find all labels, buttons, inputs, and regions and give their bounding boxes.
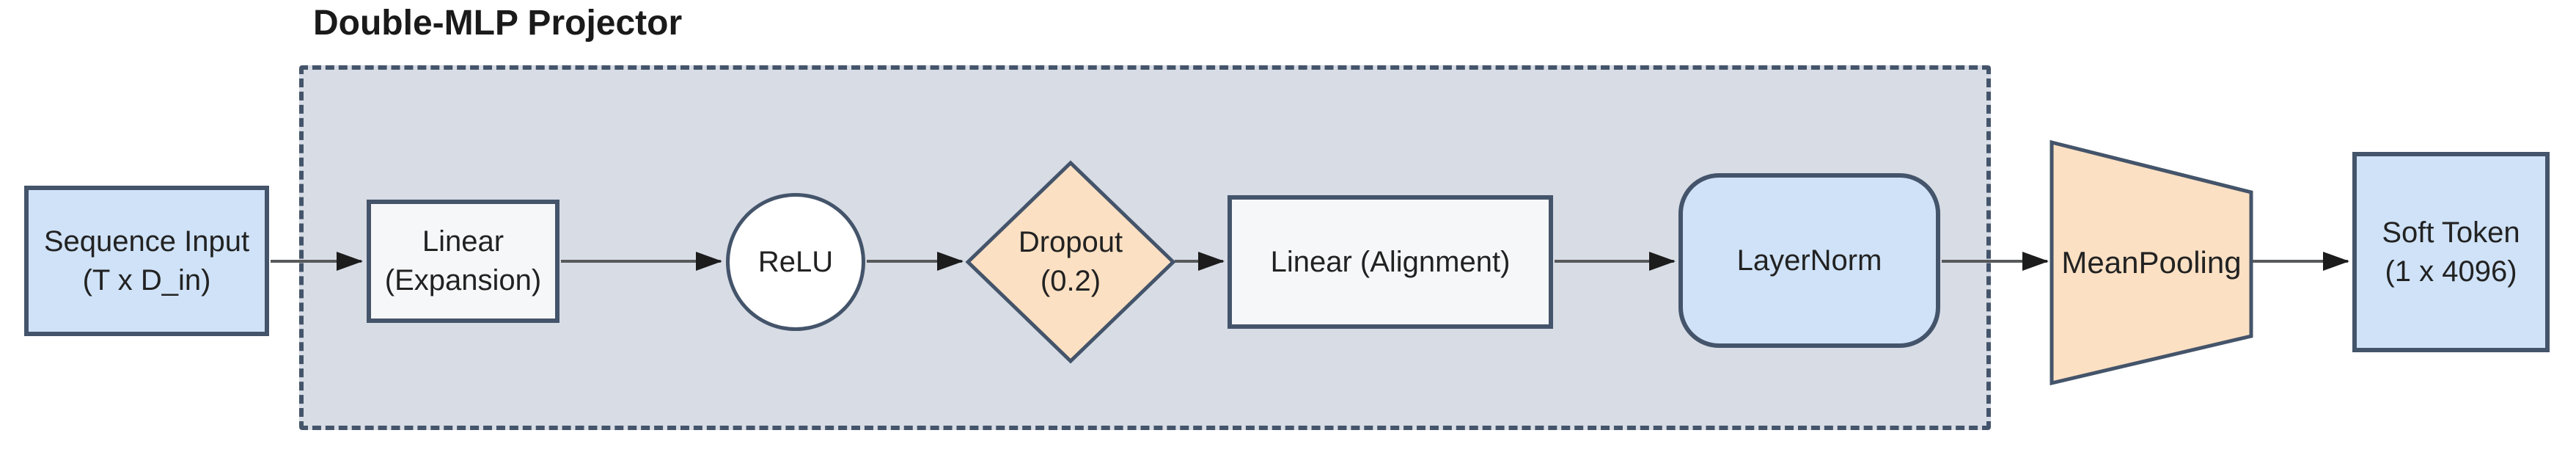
node-linear-expansion: Linear (Expansion)	[367, 200, 559, 323]
node-label: Soft Token	[2382, 216, 2520, 249]
node-sublabel: (T x D_in)	[82, 263, 211, 296]
node-sublabel: (Expansion)	[384, 264, 542, 296]
node-label: MeanPooling	[2061, 245, 2242, 280]
node-linear-alignment: Linear (Alignment)	[1228, 195, 1553, 329]
node-label: Dropout	[1018, 226, 1123, 259]
node-soft-token: Soft Token (1 x 4096)	[2352, 152, 2550, 352]
node-label: Sequence Input	[43, 225, 250, 258]
node-label: Linear	[422, 225, 504, 258]
node-label: Linear (Alignment)	[1270, 245, 1511, 278]
node-sublabel: (1 x 4096)	[2385, 255, 2517, 288]
node-relu: ReLU	[726, 193, 865, 331]
node-sublabel: (0.2)	[1040, 265, 1101, 297]
node-layernorm: LayerNorm	[1678, 173, 1940, 348]
node-meanpooling: MeanPooling	[2046, 142, 2257, 383]
diagram-title: Double-MLP Projector	[313, 4, 683, 43]
node-sequence-input: Sequence Input (T x D_in)	[24, 186, 269, 336]
node-dropout: Dropout (0.2)	[968, 167, 1173, 357]
node-label: LayerNorm	[1736, 244, 1882, 277]
node-label: ReLU	[757, 245, 834, 278]
